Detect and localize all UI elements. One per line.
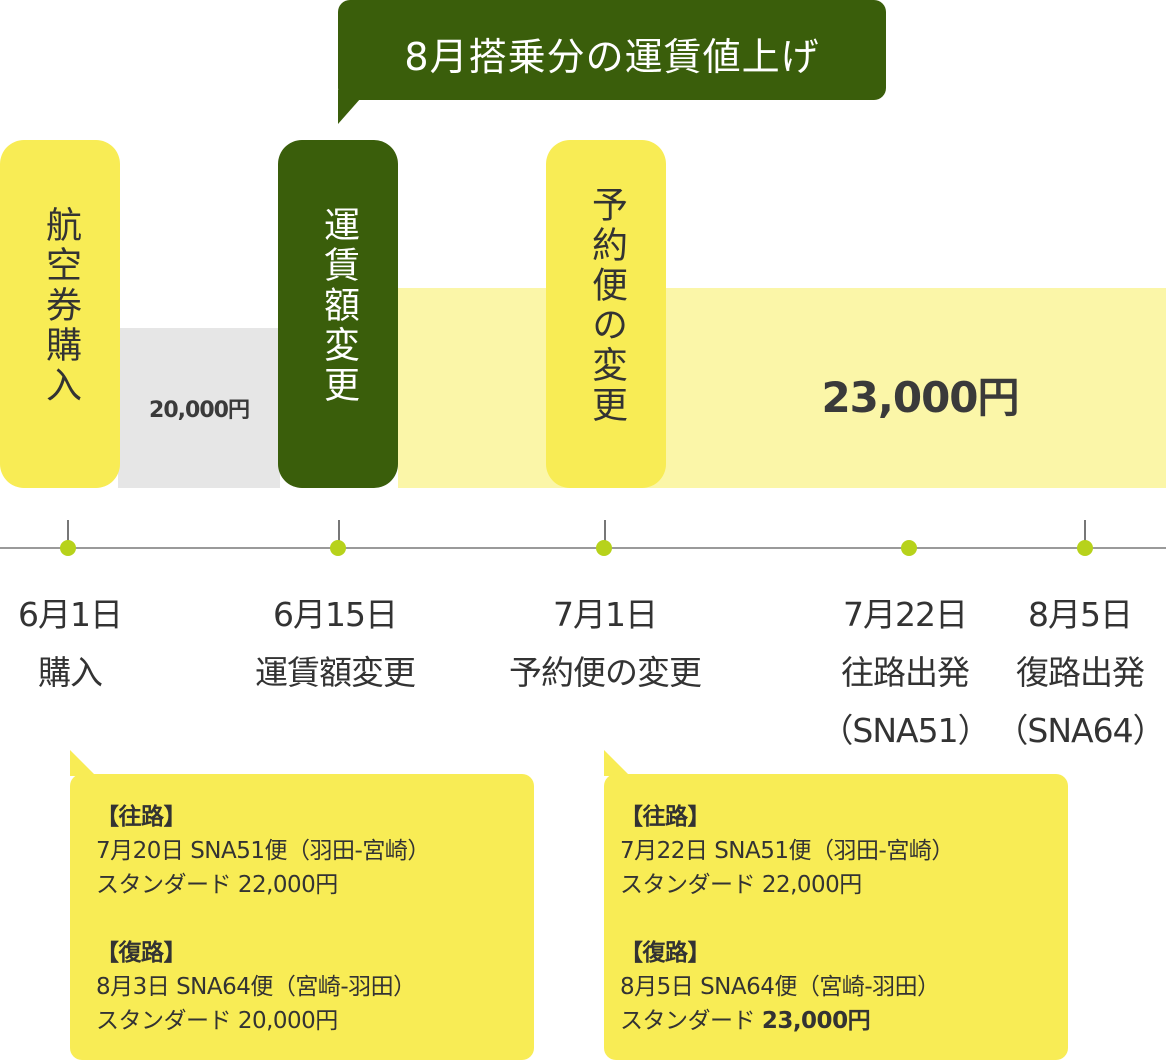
fare-box-original: 【往路】 7月20日 SNA51便（羽田-宮崎） スタンダード 22,000円 … [70,774,534,1060]
fare-value: 22,000円 [761,872,862,898]
timeline-tick [67,520,69,546]
fare-class: スタンダード [96,1008,238,1034]
fare-class: スタンダード [620,872,762,898]
fare-box-content: 【往路】 7月20日 SNA51便（羽田-宮崎） スタンダード 22,000円 … [70,774,534,1038]
timeline-dot [330,540,346,556]
mark-date: 7月22日 [843,595,968,634]
timeline-tick [604,520,606,546]
new-price-band [398,288,1166,488]
fare-class: スタンダード [620,1008,762,1034]
fare-value: 22,000円 [237,872,338,898]
return-flight: 8月3日 SNA64便（宮崎-羽田） [96,974,416,1000]
return-header: 【復路】 [620,940,711,966]
timeline-mark-return: 8月5日 復路出発 （SNA64） [994,586,1166,760]
timeline-dot [596,540,612,556]
timeline-axis [0,547,1166,549]
timeline-dot [60,540,76,556]
mark-date: 7月1日 [553,595,658,634]
timeline-mark-outbound: 7月22日 往路出発 （SNA51） [790,586,1020,760]
mark-desc: 予約便の変更 [509,653,702,692]
callout-text: 8月搭乗分の運賃値上げ [404,35,820,79]
mark-date: 6月15日 [273,595,398,634]
mark-desc: 復路出発 [1016,653,1145,692]
mark-desc: 購入 [38,653,103,692]
pill-label: 航空券購入 [40,206,81,406]
fare-increase-callout [338,0,886,100]
fare-class: スタンダード [96,872,238,898]
timeline-mark-flight-change: 7月1日 予約便の変更 [490,586,720,702]
outbound-flight: 7月20日 SNA51便（羽田-宮崎） [96,838,430,864]
mark-date: 6月1日 [18,595,123,634]
old-price-band [118,328,280,488]
return-header: 【復路】 [96,940,187,966]
return-fare: スタンダード 20,000円 [96,1004,534,1038]
fare-box-content: 【往路】 7月22日 SNA51便（羽田-宮崎） スタンダード 22,000円 … [604,774,1068,1038]
fare-box-tail [604,750,630,776]
mark-desc: 運賃額変更 [255,653,416,692]
timeline-tick [338,520,340,546]
outbound-header: 【往路】 [620,804,711,830]
timeline-dot [901,540,917,556]
return-flight: 8月5日 SNA64便（宮崎-羽田） [620,974,940,1000]
old-price-label: 20,000円 [149,398,250,423]
outbound-flight: 7月22日 SNA51便（羽田-宮崎） [620,838,954,864]
mark-flight: （SNA64） [995,711,1165,750]
pill-label: 予約便の変更 [586,186,627,426]
timeline-mark-purchase: 6月1日 購入 [0,586,185,702]
mark-desc: 往路出発 [841,653,970,692]
timeline-tick [1084,520,1086,546]
pill-ticket-purchase: 航空券購入 [0,140,120,488]
outbound-fare: スタンダード 22,000円 [96,868,534,902]
timeline-mark-fare-change: 6月15日 運賃額変更 [220,586,450,702]
return-fare: スタンダード 23,000円 [620,1004,1068,1038]
fare-value-increased: 23,000円 [761,1008,871,1034]
mark-flight: （SNA51） [820,711,990,750]
mark-date: 8月5日 [1028,595,1133,634]
timeline-dot [1077,540,1093,556]
callout-tail [338,90,368,124]
fare-value: 20,000円 [237,1008,338,1034]
pill-fare-change: 運賃額変更 [278,140,398,488]
outbound-fare: スタンダード 22,000円 [620,868,1068,902]
pill-flight-change: 予約便の変更 [546,140,666,488]
fare-box-changed: 【往路】 7月22日 SNA51便（羽田-宮崎） スタンダード 22,000円 … [604,774,1068,1060]
fare-box-tail [70,750,96,776]
outbound-header: 【往路】 [96,804,187,830]
pill-label: 運賃額変更 [318,206,359,406]
new-price-label: 23,000円 [821,373,1019,422]
